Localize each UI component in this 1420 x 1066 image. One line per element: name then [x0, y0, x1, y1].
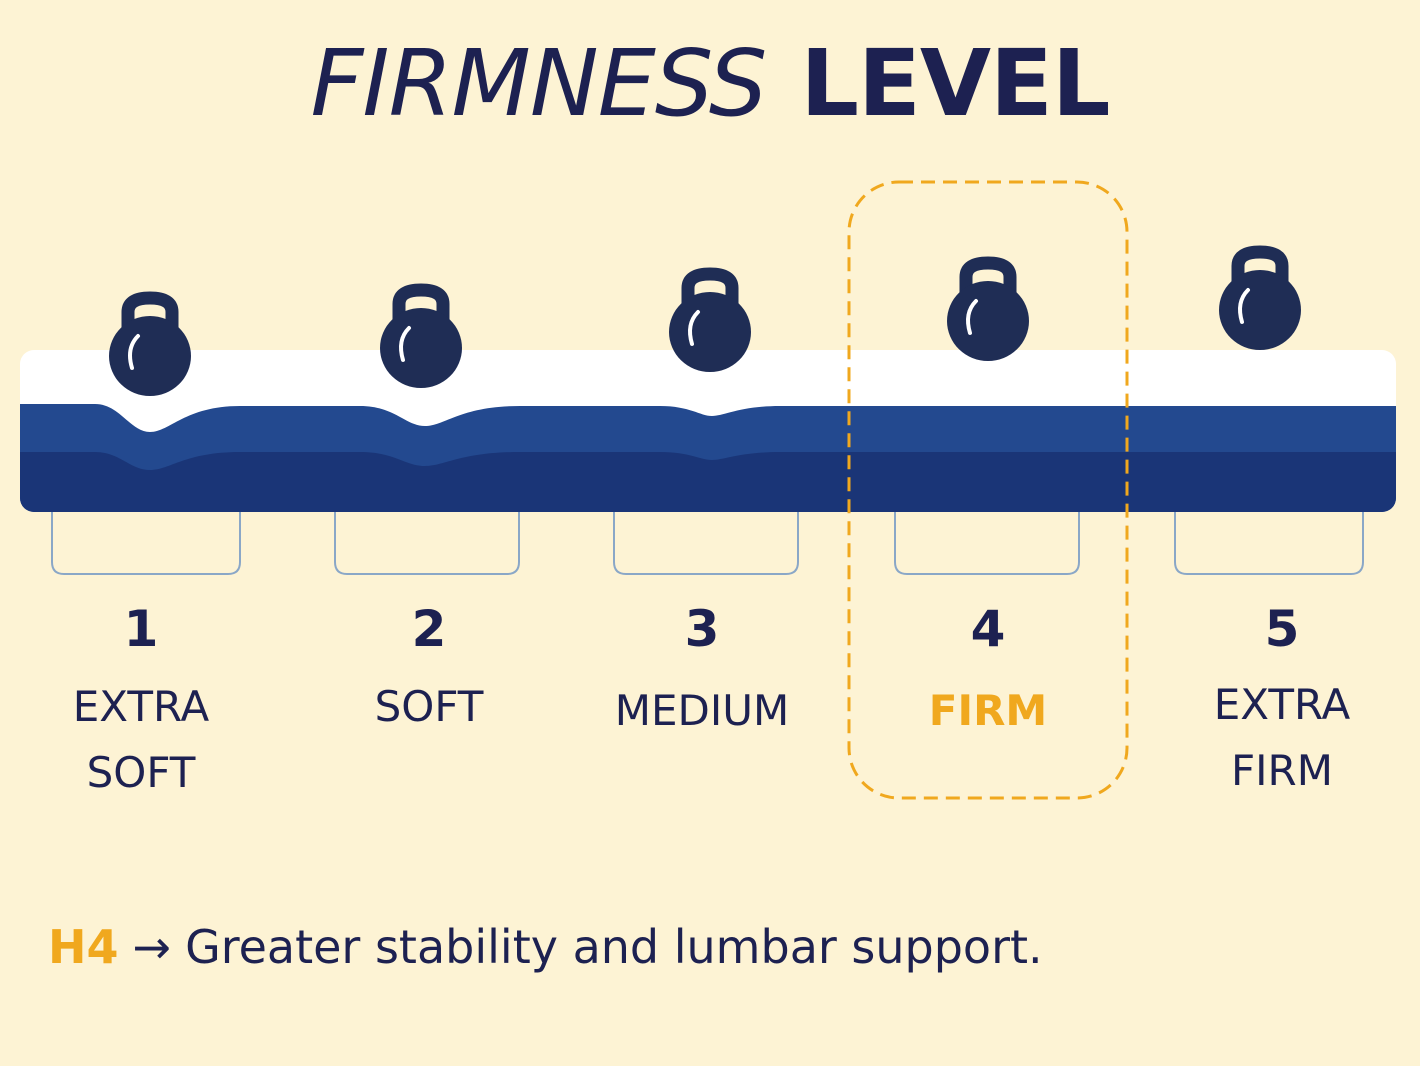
level-number: 4 — [970, 600, 1006, 658]
kettlebell-icon — [669, 274, 751, 372]
level-label-highlighted: FIRM — [868, 678, 1108, 744]
kettlebell-icon — [1219, 252, 1301, 350]
level-number: 2 — [411, 600, 447, 658]
page-title: FIRMNESS LEVEL — [0, 30, 1420, 137]
level-number: 1 — [123, 600, 159, 658]
level-label: MEDIUM — [582, 678, 822, 744]
support-bracket-icon — [894, 512, 1080, 575]
support-bracket-icon — [334, 512, 520, 575]
arrow-right-icon: → — [132, 920, 172, 974]
level-label: EXTRA FIRM — [1162, 672, 1402, 804]
level-number: 5 — [1264, 600, 1300, 658]
kettlebell-icon — [947, 263, 1029, 361]
title-bold-part: LEVEL — [800, 30, 1110, 137]
footer-note: H4→Greater stability and lumbar support. — [48, 920, 1043, 974]
level-label: SOFT — [309, 674, 549, 740]
support-bracket-icon — [613, 512, 799, 575]
support-bracket-icon — [51, 512, 241, 575]
mattress-base-layer — [20, 452, 1396, 512]
level-label-line: EXTRA — [72, 682, 210, 731]
level-label-line: SOFT — [374, 682, 484, 731]
footer-text: Greater stability and lumbar support. — [185, 920, 1043, 974]
support-bracket-icon — [1174, 512, 1364, 575]
level-label: EXTRA SOFT — [21, 674, 261, 806]
level-number: 3 — [684, 600, 720, 658]
level-label-line: MEDIUM — [614, 686, 790, 735]
support-brackets — [51, 512, 1364, 575]
level-label-line: FIRM — [1231, 746, 1333, 795]
title-light-part: FIRMNESS — [310, 30, 768, 137]
kettlebell-icon — [109, 298, 191, 396]
level-label-line: EXTRA — [1213, 680, 1351, 729]
highlight-frame — [847, 180, 1129, 800]
level-label-line: FIRM — [928, 686, 1048, 735]
mattress — [20, 350, 1396, 512]
footer-key: H4 — [48, 920, 119, 974]
level-label-line: SOFT — [86, 748, 196, 797]
kettlebell-icon — [380, 290, 462, 388]
